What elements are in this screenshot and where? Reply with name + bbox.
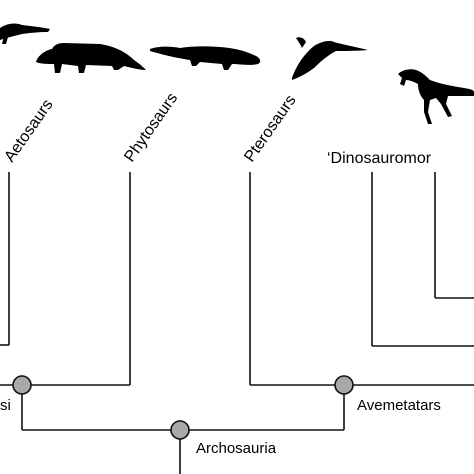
clade-label-pseudosuchia: si (0, 397, 11, 414)
dinosauromorph-silhouette (398, 69, 474, 124)
pterosaur-silhouette (292, 37, 368, 80)
aetosaur-silhouette (36, 43, 146, 73)
taxon-label-dinosauromorphs: ‘Dinosauromor (327, 150, 432, 167)
taxon-label-pterosaurs: Pterosaurs (241, 92, 299, 165)
taxon-label-phytosaurs: Phytosaurs (121, 90, 181, 165)
clade-label-avemetatarsalia: Avemetatars (357, 397, 441, 414)
tree-branches (0, 172, 474, 474)
clade-label-archosauria: Archosauria (196, 440, 277, 457)
node-pseudosuchia (12, 375, 32, 395)
crocodylomorph-silhouette (0, 23, 50, 44)
phytosaur-silhouette (150, 46, 261, 70)
taxon-label-aetosaurs: Aetosaurs (1, 97, 56, 166)
node-avemetatarsalia (334, 375, 354, 395)
node-archosauria (170, 420, 190, 440)
